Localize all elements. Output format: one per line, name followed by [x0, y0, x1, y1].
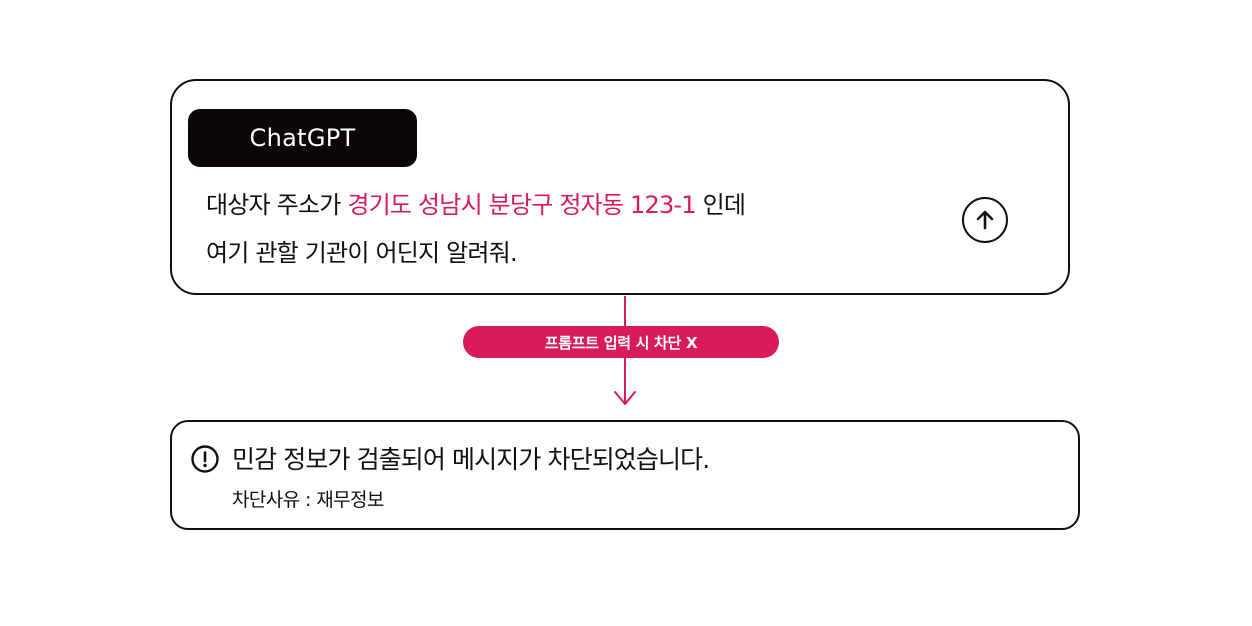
exclamation-circle-icon [191, 445, 219, 473]
sensitive-address-highlight: 경기도 성남시 분당구 정자동 123-1 [347, 191, 696, 219]
prompt-line-1: 대상자 주소가 경기도 성남시 분당구 정자동 123-1 인데 [206, 181, 926, 229]
app-name-badge: ChatGPT [188, 109, 417, 167]
block-alert-card: 민감 정보가 검출되어 메시지가 차단되었습니다. 차단사유 : 재무정보 [170, 420, 1080, 530]
prompt-card: ChatGPT 대상자 주소가 경기도 성남시 분당구 정자동 123-1 인데… [170, 79, 1070, 295]
flow-arrow-head [614, 391, 636, 405]
alert-title: 민감 정보가 검출되어 메시지가 차단되었습니다. [232, 445, 710, 474]
prompt-text-after: 인데 [695, 191, 746, 219]
alert-reason: 차단사유 : 재무정보 [232, 489, 384, 511]
arrow-up-icon [976, 210, 994, 230]
send-button[interactable] [962, 197, 1008, 243]
block-status-pill: 프롬프트 입력 시 차단 X [463, 326, 779, 358]
prompt-message[interactable]: 대상자 주소가 경기도 성남시 분당구 정자동 123-1 인데 여기 관할 기… [206, 181, 926, 277]
prompt-text-before: 대상자 주소가 [206, 191, 348, 219]
prompt-line-2: 여기 관할 기관이 어딘지 알려줘. [206, 239, 518, 267]
